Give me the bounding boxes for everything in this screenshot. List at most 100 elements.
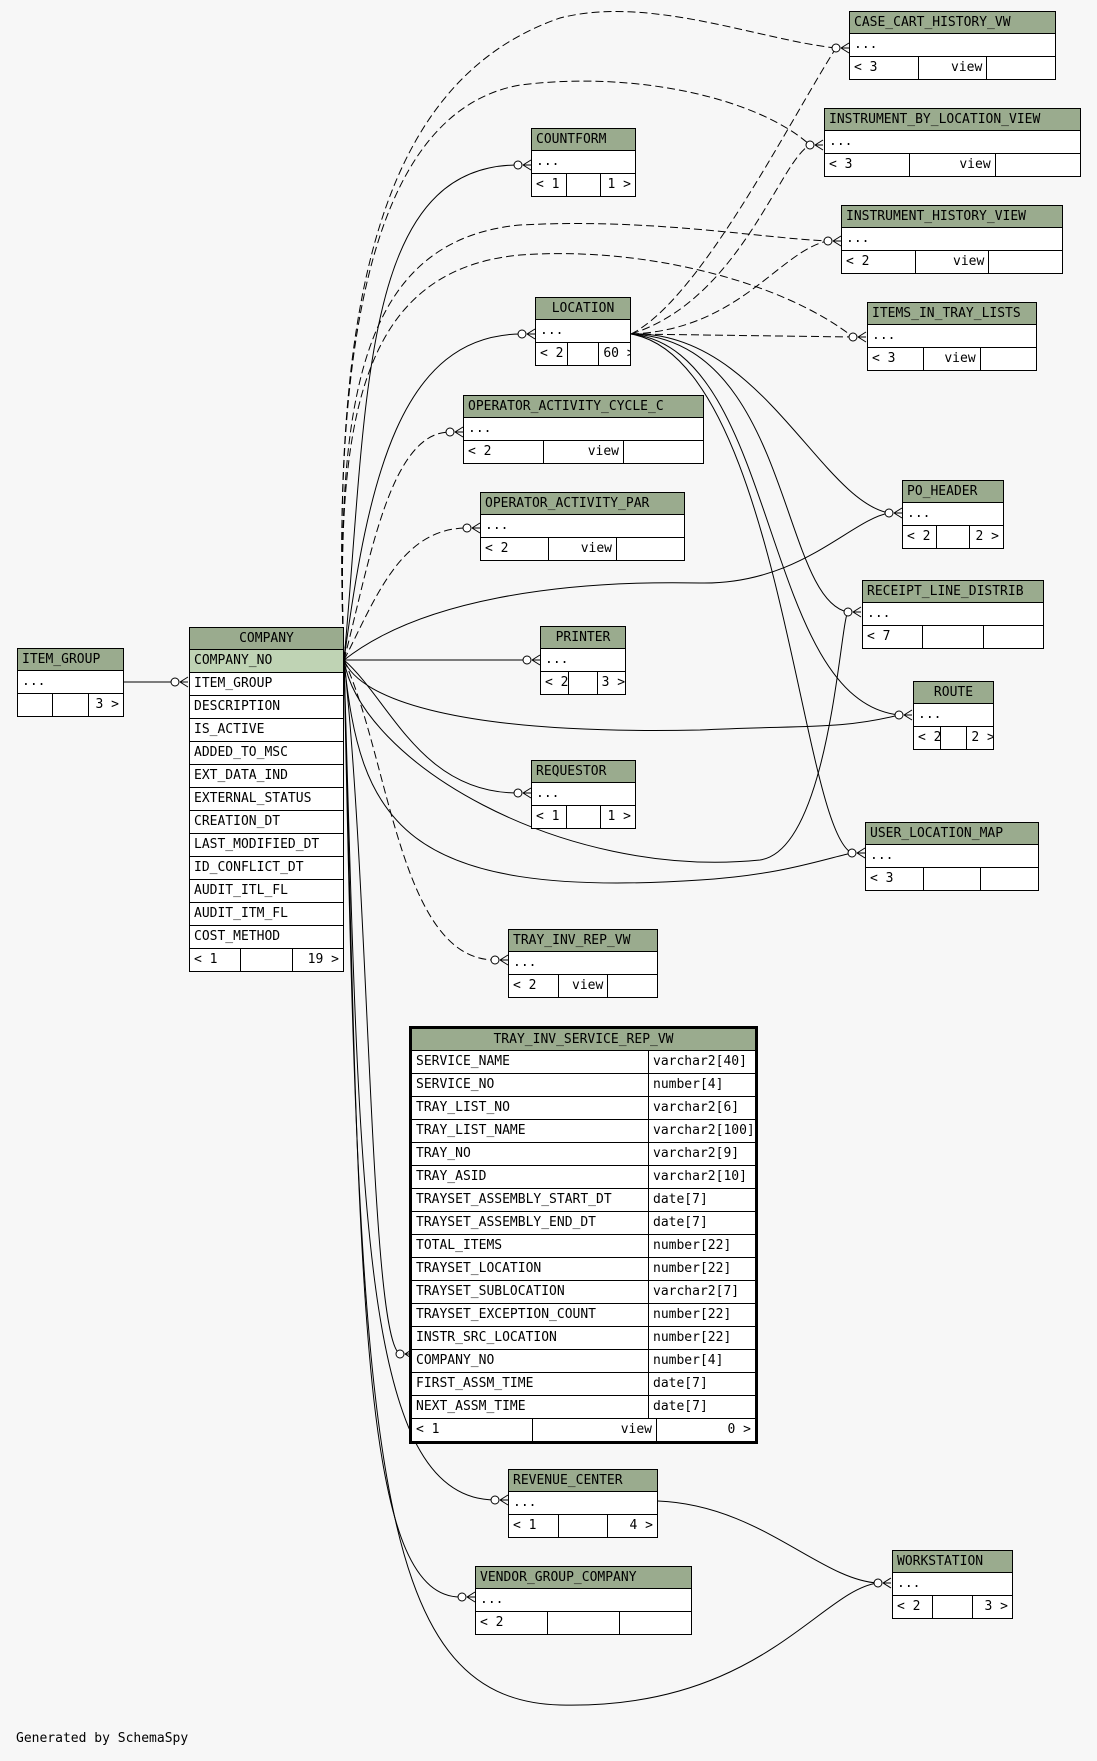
- table-receipt-line-distrib[interactable]: RECEIPT_LINE_DISTRIB ... < 7: [862, 580, 1044, 649]
- parent-count: < 3: [850, 57, 919, 79]
- crows-foot-marker: [856, 847, 866, 859]
- optional-marker: [170, 677, 180, 687]
- table-column: ...: [868, 325, 1036, 348]
- table-column: ...: [893, 1573, 1012, 1596]
- table-operator-activity-cycle-c[interactable]: OPERATOR_ACTIVITY_CYCLE_C ... < 2 view: [463, 395, 704, 464]
- optional-marker: [517, 329, 527, 339]
- parent-count: < 1: [532, 174, 567, 196]
- table-kind: [941, 727, 968, 749]
- table-user-location-map[interactable]: USER_LOCATION_MAP ... < 3: [865, 822, 1039, 891]
- crows-foot-marker: [903, 709, 913, 721]
- table-footer: < 1 4 >: [509, 1515, 657, 1537]
- table-header: PO_HEADER: [903, 481, 1003, 503]
- parent-count: < 7: [863, 626, 924, 648]
- table-printer[interactable]: PRINTER ... < 2 3 >: [540, 626, 626, 695]
- optional-marker: [843, 607, 853, 617]
- table-column: ...: [914, 704, 993, 727]
- crows-foot-marker: [857, 331, 867, 343]
- edge-requestor: [343, 659, 519, 794]
- table-footer: < 3 view: [825, 154, 1080, 176]
- parent-count: < 2: [903, 526, 937, 548]
- table-kind: [569, 672, 598, 694]
- table-tray-inv-rep-vw[interactable]: TRAY_INV_REP_VW ... < 2 view: [508, 929, 658, 998]
- parent-count: < 2: [893, 1596, 933, 1618]
- optional-marker: [831, 43, 841, 53]
- table-column: ...: [464, 418, 703, 441]
- child-count: [981, 868, 1038, 890]
- table-column: COST_METHOD: [190, 926, 343, 949]
- edge-location-instrument-by-loc: [630, 144, 811, 335]
- table-header: PRINTER: [541, 627, 625, 649]
- column-name: TOTAL_ITEMS: [412, 1235, 649, 1257]
- child-count: 1 >: [607, 177, 632, 192]
- table-item-group[interactable]: ITEM_GROUP ... 3 >: [17, 648, 124, 717]
- table-kind: view: [916, 251, 990, 273]
- column-type: varchar2[9]: [653, 1146, 740, 1161]
- table-kind: [567, 174, 602, 196]
- parent-count: < 1: [509, 1515, 559, 1537]
- table-company[interactable]: COMPANY COMPANY_NO ITEM_GROUP DESCRIPTIO…: [189, 627, 344, 972]
- table-kind: view: [919, 57, 988, 79]
- column-type: number[22]: [653, 1238, 732, 1253]
- table-instrument-history-view[interactable]: INSTRUMENT_HISTORY_VIEW ... < 2 view: [841, 205, 1063, 274]
- crows-foot-marker: [852, 606, 862, 618]
- column-name: TRAY_LIST_NO: [412, 1097, 649, 1119]
- table-footer: < 3 view: [868, 348, 1036, 370]
- table-header: LOCATION: [536, 298, 630, 320]
- table-footer: < 2 view: [464, 441, 703, 463]
- table-revenue-center[interactable]: REVENUE_CENTER ... < 1 4 >: [508, 1469, 658, 1538]
- crows-foot-marker: [471, 522, 481, 534]
- table-case-cart-history-vw[interactable]: CASE_CART_HISTORY_VW ... < 3 view: [849, 11, 1056, 80]
- table-column: ITEM_GROUP: [190, 673, 343, 696]
- table-kind: [241, 949, 293, 971]
- optional-marker: [490, 955, 500, 965]
- child-count: 60 >: [603, 346, 630, 361]
- edge-revenue-workstation: [657, 1500, 879, 1584]
- table-column: EXTERNAL_STATUS: [190, 788, 343, 811]
- table-footer: < 2 2 >: [914, 727, 993, 749]
- table-items-in-tray-lists[interactable]: ITEMS_IN_TRAY_LISTS ... < 3 view: [867, 302, 1037, 371]
- child-count: 3 >: [601, 675, 625, 690]
- table-footer: < 3 view: [850, 57, 1055, 79]
- table-header: WORKSTATION: [893, 1551, 1012, 1573]
- edge-revenue-center: [343, 659, 496, 1501]
- column-name: INSTR_SRC_LOCATION: [412, 1327, 649, 1349]
- table-header: INSTRUMENT_BY_LOCATION_VIEW: [825, 109, 1080, 131]
- table-operator-activity-par[interactable]: OPERATOR_ACTIVITY_PAR ... < 2 view: [480, 492, 685, 561]
- table-vendor-group-company[interactable]: VENDOR_GROUP_COMPANY ... < 2: [475, 1566, 692, 1635]
- crows-foot-marker: [893, 507, 903, 519]
- edge-location: [343, 333, 523, 661]
- column-name: SERVICE_NO: [412, 1074, 649, 1096]
- table-po-header[interactable]: PO_HEADER ... < 2 2 >: [902, 480, 1004, 549]
- table-kind: [568, 343, 600, 365]
- crows-foot-marker: [499, 954, 509, 966]
- column-name: TRAY_NO: [412, 1143, 649, 1165]
- crows-foot-marker: [522, 159, 532, 171]
- edge-location-case-cart: [630, 47, 837, 335]
- column-type: number[4]: [653, 1353, 724, 1368]
- table-column: ...: [903, 503, 1003, 526]
- column-name: FIRST_ASSM_TIME: [412, 1373, 649, 1395]
- table-route[interactable]: ROUTE ... < 2 2 >: [913, 681, 994, 750]
- table-instrument-by-location-view[interactable]: INSTRUMENT_BY_LOCATION_VIEW ... < 3 view: [824, 108, 1081, 177]
- table-kind: [53, 694, 89, 716]
- child-count: 1 >: [607, 809, 632, 824]
- edge-user-location-map: [343, 659, 853, 884]
- edge-location-user-map: [630, 333, 853, 854]
- table-kind: [559, 1515, 609, 1537]
- child-count: [989, 251, 1062, 273]
- crows-foot-marker: [840, 42, 850, 54]
- table-kind: view: [910, 154, 996, 176]
- table-countform[interactable]: COUNTFORM ... < 1 1 >: [531, 128, 636, 197]
- table-requestor[interactable]: REQUESTOR ... < 1 1 >: [531, 760, 636, 829]
- table-location[interactable]: LOCATION ... < 2 60 >: [535, 297, 631, 366]
- table-header: CASE_CART_HISTORY_VW: [850, 12, 1055, 34]
- table-workstation[interactable]: WORKSTATION ... < 2 3 >: [892, 1550, 1013, 1619]
- optional-marker: [513, 160, 523, 170]
- table-header: TRAY_INV_SERVICE_REP_VW: [412, 1029, 755, 1051]
